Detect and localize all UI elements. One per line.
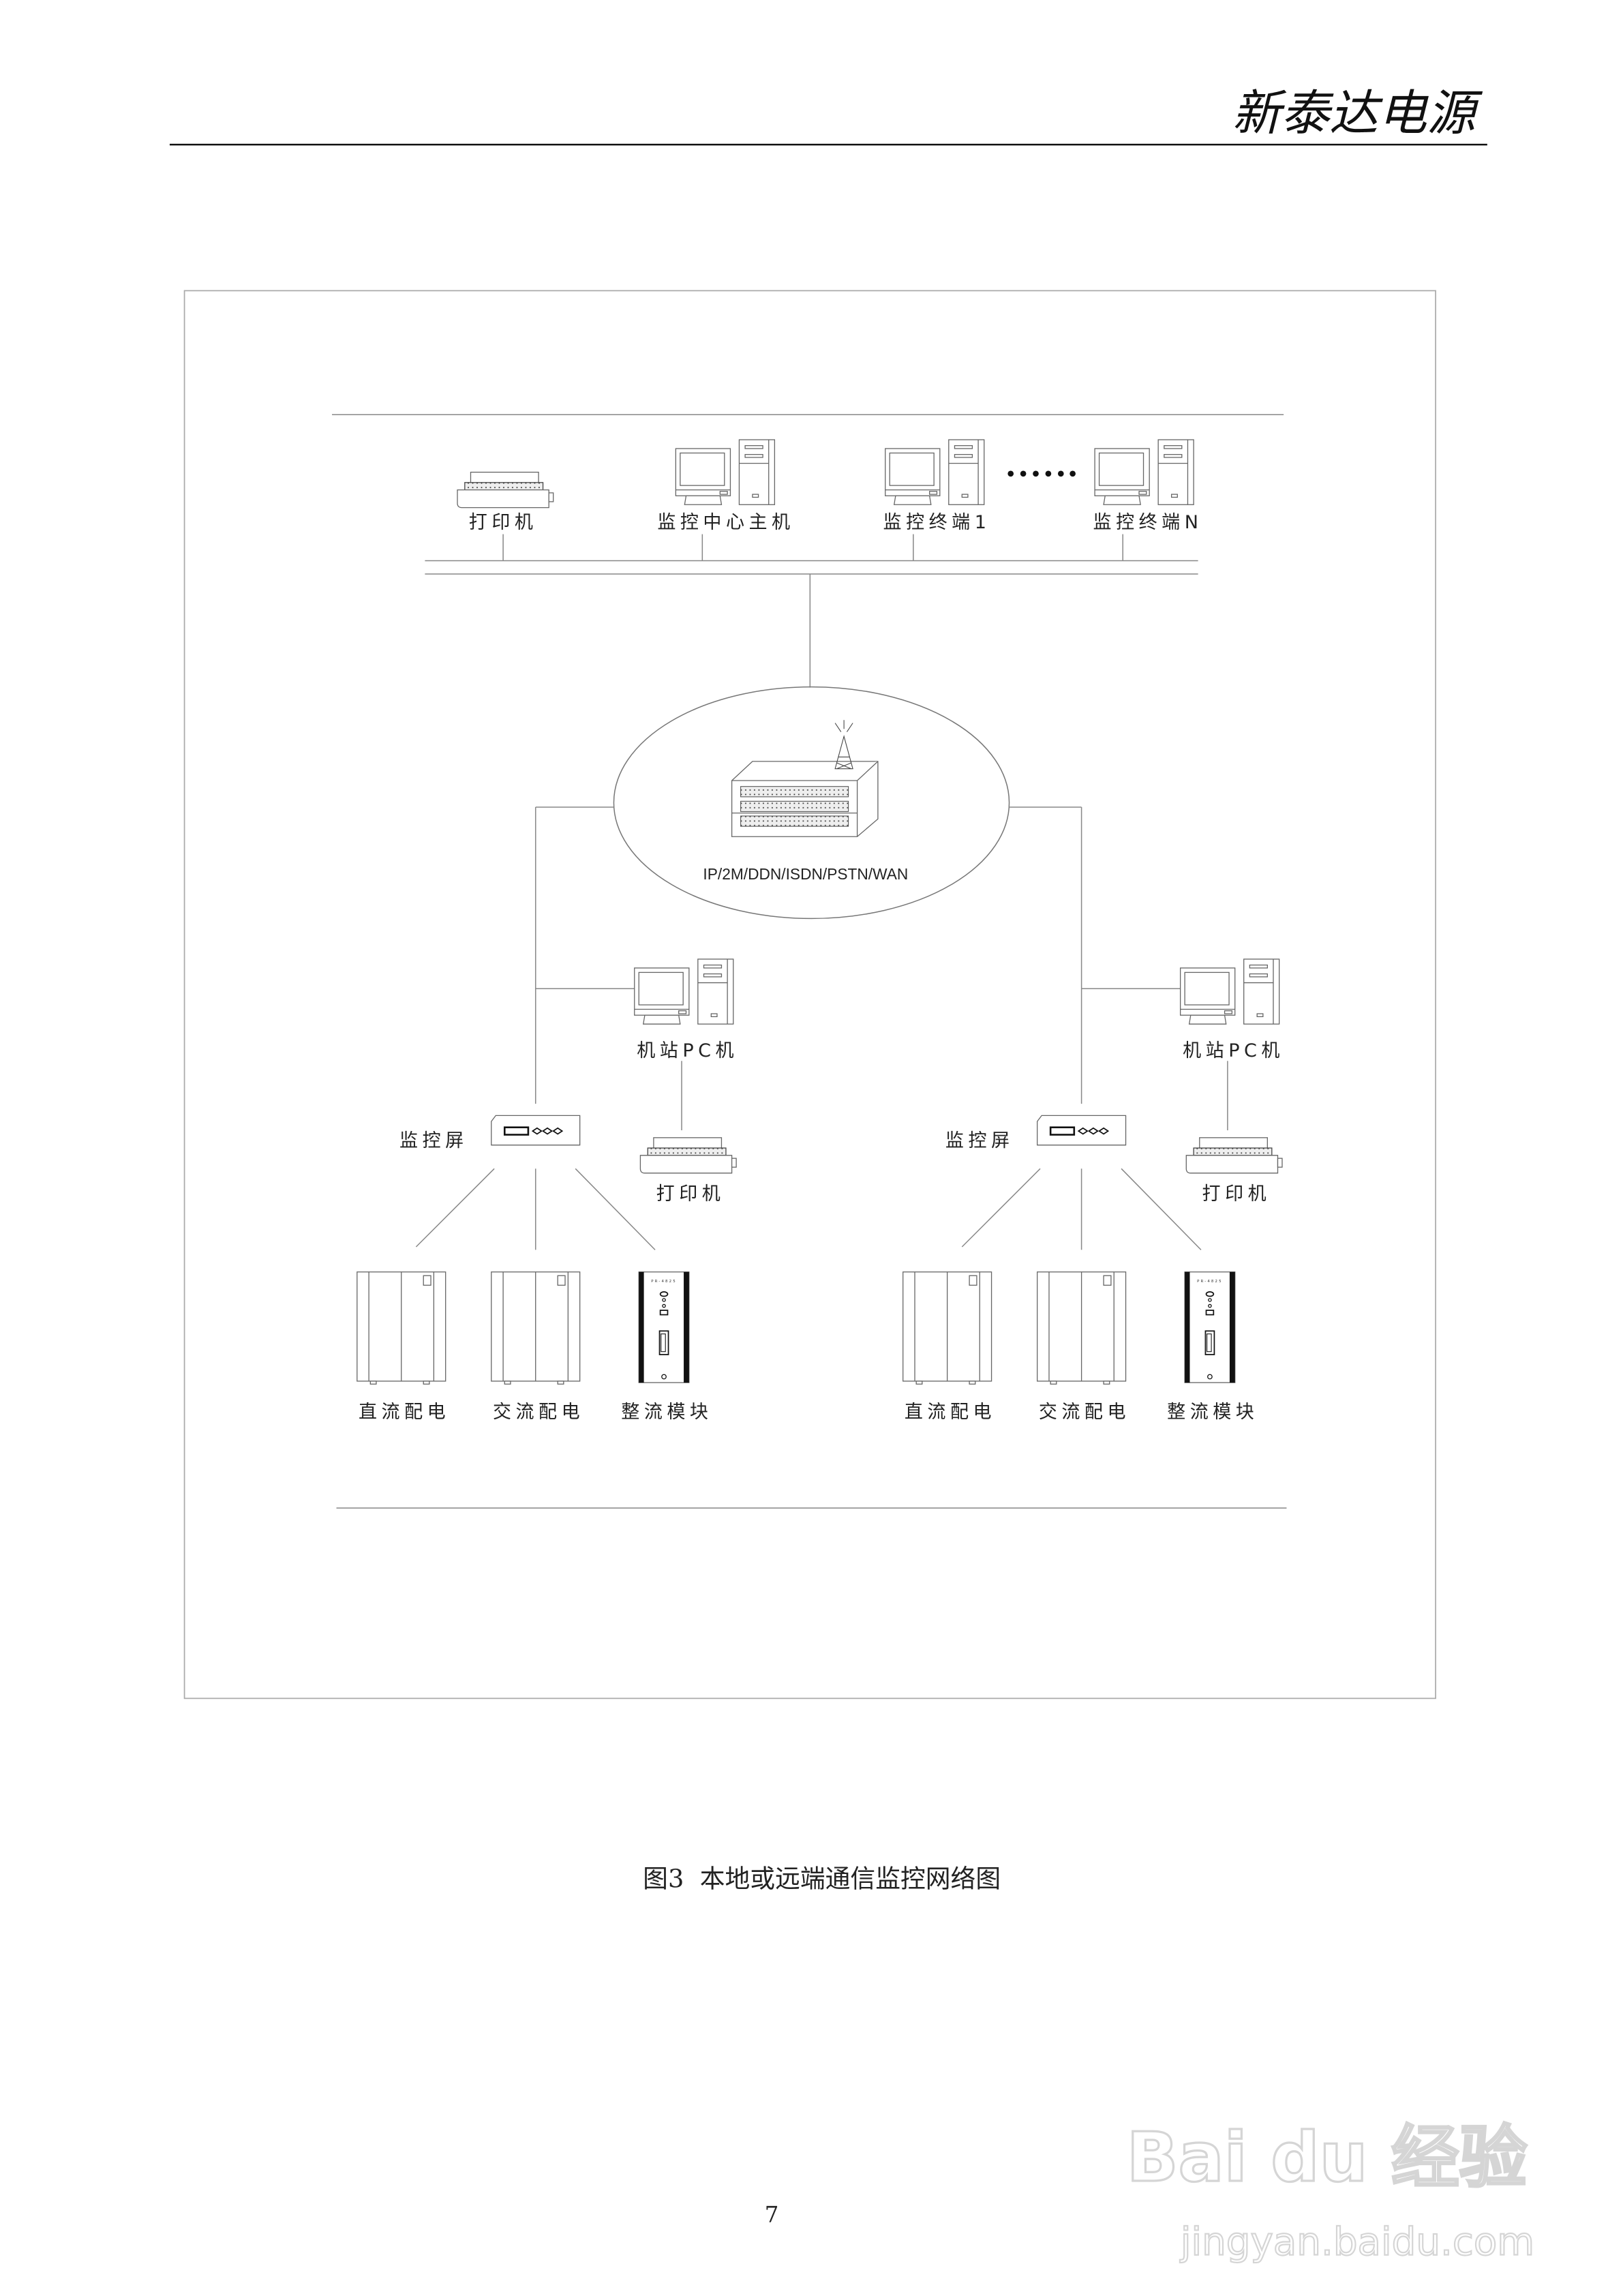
watermark-url: jingyan.baidu.com bbox=[1179, 2220, 1534, 2264]
figure-caption: 图3 本地或远端通信监控网络图 bbox=[643, 1864, 1001, 1893]
rectifier-model-left: PR-4825 bbox=[651, 1280, 677, 1284]
station-printer-icon bbox=[1185, 1137, 1283, 1174]
label-station-printer: 打印机 bbox=[1202, 1183, 1271, 1205]
network-label: IP/2M/DDN/ISDN/PSTN/WAN bbox=[703, 865, 908, 883]
figure-frame bbox=[183, 290, 1436, 1700]
printer-icon bbox=[457, 471, 554, 509]
label-monitor-panel: 监控屏 bbox=[399, 1130, 468, 1151]
computer-icon-terminal-1 bbox=[885, 439, 985, 505]
ac-distribution-cabinet-icon bbox=[1037, 1271, 1127, 1385]
ac-distribution-cabinet-icon bbox=[491, 1271, 581, 1385]
rectifier-module-icon bbox=[1184, 1271, 1236, 1384]
monitor-panel-icon bbox=[490, 1115, 581, 1146]
station-pc-icon bbox=[1179, 958, 1280, 1025]
dc-distribution-cabinet-icon bbox=[357, 1271, 446, 1385]
antenna-icon bbox=[834, 720, 853, 770]
computer-icon-terminal-n bbox=[1094, 439, 1194, 505]
lan-bus bbox=[425, 534, 1198, 688]
network-switch-icon bbox=[731, 761, 879, 837]
label-station-pc: 机站PC机 bbox=[637, 1040, 738, 1061]
label-center-host: 监控中心主机 bbox=[657, 512, 794, 533]
ellipsis-dots bbox=[1007, 470, 1076, 477]
station-left: 机站PC机 打印机 监控屏 直流配电 交流配电 整流模块 bbox=[357, 958, 738, 1423]
label-dc: 直流配电 bbox=[359, 1402, 450, 1423]
label-printer: 打印机 bbox=[469, 512, 538, 533]
rectifier-model-right: PR-4825 bbox=[1197, 1280, 1223, 1284]
station-pc-icon bbox=[634, 958, 734, 1025]
header-brand: 新泰达电源 bbox=[1232, 85, 1483, 141]
label-terminal-n: 监控终端N bbox=[1093, 512, 1203, 533]
network-ellipse bbox=[613, 686, 1010, 920]
watermark-brand: Bai du 经验 bbox=[1127, 2119, 1528, 2197]
label-ac: 交流配电 bbox=[493, 1402, 584, 1423]
label-terminal-1: 监控终端1 bbox=[883, 512, 991, 533]
label-rectifier: 整流模块 bbox=[1167, 1402, 1258, 1423]
label-dc: 直流配电 bbox=[905, 1402, 996, 1423]
computer-icon-center-host bbox=[675, 439, 776, 505]
label-ac: 交流配电 bbox=[1039, 1402, 1130, 1423]
dc-distribution-cabinet-icon bbox=[902, 1271, 992, 1385]
label-monitor-panel: 监控屏 bbox=[945, 1130, 1014, 1151]
page-number: 7 bbox=[765, 2202, 779, 2228]
monitor-panel-icon bbox=[1036, 1115, 1127, 1146]
rectifier-module-icon bbox=[638, 1271, 690, 1384]
network-links bbox=[534, 806, 1082, 1104]
station-printer-icon bbox=[639, 1137, 737, 1174]
baidu-watermark: Bai du 经验 jingyan.baidu.com bbox=[1125, 2118, 1535, 2265]
label-station-printer: 打印机 bbox=[656, 1183, 725, 1205]
label-station-pc: 机站PC机 bbox=[1183, 1040, 1284, 1061]
label-rectifier: 整流模块 bbox=[621, 1402, 712, 1423]
station-right: 机站PC机 打印机 监控屏 直流配电 交流配电 整流模块 bbox=[902, 958, 1284, 1423]
